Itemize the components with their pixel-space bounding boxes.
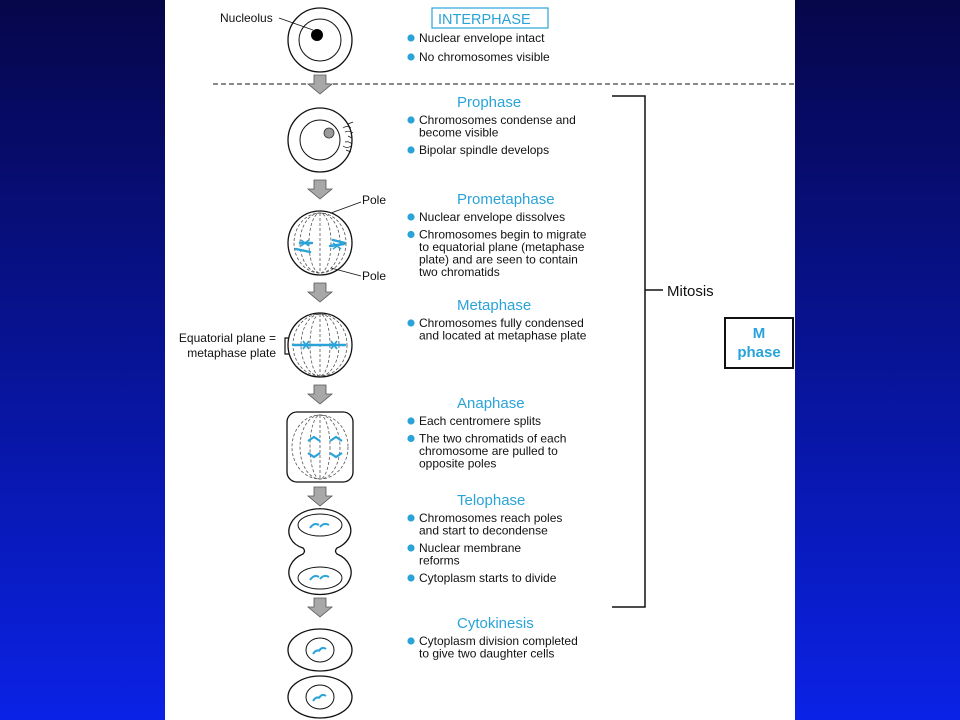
anaphase-cell: [286, 411, 354, 483]
equatorial-bracket: [284, 337, 289, 355]
phase-bullet-text: Chromosomes begin to migrate: [419, 228, 587, 242]
mitosis-diagram: Nucleolus INTERPHASE Nuclear envelope in…: [179, 7, 795, 719]
pole-pointer-top: [330, 201, 362, 214]
phase-bullet-text: Each centromere splits: [419, 414, 541, 428]
phase-bullet-text: The two chromatids of each: [419, 432, 566, 446]
phase-title-telophase: Telophase: [457, 492, 525, 509]
bullet-dot: [407, 434, 415, 443]
phase-title-metaphase: Metaphase: [457, 297, 531, 314]
phase-bullet-text: and start to decondense: [419, 524, 548, 538]
phase-title-prometaphase: Prometaphase: [457, 191, 555, 208]
mitosis-label: Mitosis: [667, 283, 714, 300]
metaphase-cell: [287, 312, 353, 378]
down-arrow-icon: [306, 486, 334, 507]
bullet-dot: [407, 230, 415, 239]
prophase-cell: [287, 107, 354, 173]
down-arrow-icon: [306, 384, 334, 405]
bullet-dot: [407, 146, 415, 154]
phase-bullet-text: plate) and are seen to contain: [419, 253, 578, 267]
phase-bullet-text: to equatorial plane (metaphase: [419, 240, 585, 254]
bullet-dot: [407, 319, 415, 327]
stage-arrows: [306, 74, 334, 618]
interphase-cell: [287, 7, 353, 73]
phase-bullet-text: Chromosomes reach poles: [419, 511, 562, 525]
phase-bullet-text: Chromosomes fully condensed: [419, 316, 584, 330]
bullet-dot: [407, 53, 415, 61]
bullet-dot: [407, 637, 415, 645]
down-arrow-icon: [306, 179, 334, 200]
phase-bullet-text: two chromatids: [419, 265, 500, 279]
phase-bullet-text: Bipolar spindle develops: [419, 143, 549, 157]
cytokinesis-cells: [287, 628, 353, 719]
phase-bullet-text: Cytoplasm division completed: [419, 634, 578, 648]
phase-bullet-text: and located at metaphase plate: [419, 329, 587, 343]
m-phase-label-1: M: [753, 325, 766, 342]
phase-bullet-text: Nuclear membrane: [419, 541, 521, 555]
mitosis-bracket: [612, 95, 646, 608]
pole-pointer-bottom: [330, 267, 362, 277]
phase-bullet-text: chromosome are pulled to: [419, 444, 558, 458]
interphase-bullet-1: Nuclear envelope intact: [419, 31, 545, 45]
m-phase-label-2: phase: [737, 344, 780, 361]
phase-bullet-text: reforms: [419, 554, 460, 568]
phase-title-cytokinesis: Cytokinesis: [457, 615, 534, 632]
interphase-title: INTERPHASE: [438, 12, 531, 28]
bullet-dot: [407, 514, 415, 522]
nucleolus-label: Nucleolus: [220, 11, 273, 25]
nucleolus-dot: [311, 29, 323, 41]
interphase-title-box: [431, 7, 549, 29]
prometaphase-cell: [287, 210, 353, 276]
phase-bullet-text: Cytoplasm starts to divide: [419, 571, 557, 585]
phase-bullet-text: Chromosomes condense and: [419, 113, 576, 127]
telophase-cell: [288, 508, 352, 596]
phase-title-anaphase: Anaphase: [457, 395, 525, 412]
m-phase-box: [724, 317, 794, 369]
bullet-dot: [407, 213, 415, 221]
phase-title-prophase: Prophase: [457, 94, 521, 111]
bullet-dot: [407, 116, 415, 124]
bullet-dot: [407, 574, 415, 582]
bullet-dot: [407, 34, 415, 42]
phase-bullet-text: opposite poles: [419, 457, 496, 471]
down-arrow-icon: [306, 74, 334, 95]
phase-bullet-text: Nuclear envelope dissolves: [419, 210, 565, 224]
bullet-dot: [407, 417, 415, 425]
pole-label-top: Pole: [362, 193, 386, 207]
equatorial-label-1: Equatorial plane =: [179, 331, 276, 345]
diagram-panel: Nucleolus INTERPHASE Nuclear envelope in…: [165, 0, 795, 720]
interphase-bullet-2: No chromosomes visible: [419, 50, 550, 64]
down-arrow-icon: [306, 282, 334, 303]
equatorial-label-2: metaphase plate: [187, 346, 276, 360]
phase-bullet-text: to give two daughter cells: [419, 647, 554, 661]
nucleolus-pointer: [278, 17, 314, 31]
down-arrow-icon: [306, 597, 334, 618]
bullet-dot: [407, 544, 415, 552]
pole-label-bottom: Pole: [362, 269, 386, 283]
phase-bullet-text: become visible: [419, 126, 499, 140]
